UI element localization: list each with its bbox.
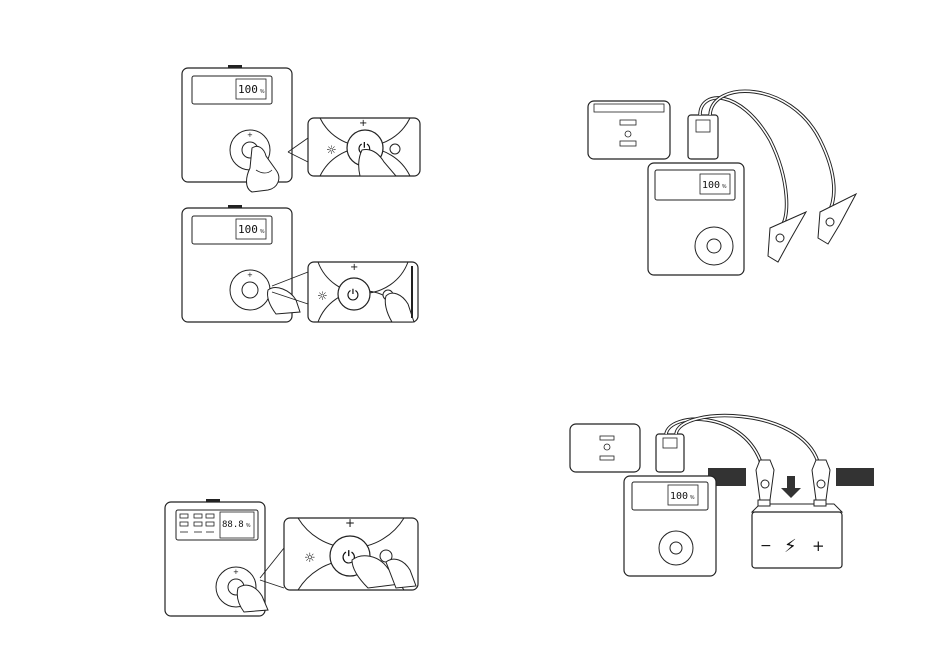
- lcd-unit: %: [722, 184, 727, 190]
- zoom-plus: +: [350, 262, 358, 273]
- battery-positive: +: [812, 537, 825, 555]
- clamp-pivot: [776, 234, 784, 242]
- figure-power-on-1: 100 % + + ⏻ ☼: [182, 65, 420, 192]
- device-top-port: [228, 65, 242, 68]
- zoom-plus: +: [345, 516, 355, 530]
- device-top-port: [228, 205, 242, 208]
- clamp-box-label: [696, 120, 710, 132]
- lcd-value: 100: [670, 491, 688, 502]
- lcd-unit: %: [246, 523, 251, 529]
- device-top-port: [206, 499, 220, 502]
- power-button: [670, 542, 682, 554]
- cable-black: [676, 416, 820, 478]
- clamp-pivot: [826, 218, 834, 226]
- case-slot: [600, 436, 614, 440]
- figure-full-display: 88.8 % + + ⏻ ☼: [165, 499, 418, 616]
- case-slot: [600, 456, 614, 460]
- figure-battery-connect: − ⚡ + 100 %: [570, 416, 874, 576]
- case-knob: [604, 444, 610, 450]
- zoom-side-button[interactable]: [390, 144, 400, 154]
- case-knob: [625, 131, 631, 137]
- ring-plus: +: [247, 131, 253, 139]
- lcd-unit: %: [260, 229, 265, 235]
- lcd-unit: %: [690, 495, 695, 501]
- lcd-value: 100: [238, 83, 258, 96]
- figure-power-on-2: 100 % + + ⏻ ☼: [182, 205, 418, 322]
- clamp-icon: [768, 212, 806, 262]
- power-icon: ⏻: [347, 286, 359, 304]
- battery-bolt: ⚡: [784, 536, 797, 557]
- label-bar-right: [836, 468, 874, 486]
- case-slot: [620, 141, 636, 146]
- storage-case-top: [594, 104, 664, 112]
- clamp-pivot: [761, 480, 769, 488]
- power-button[interactable]: [242, 282, 258, 298]
- ring-plus: +: [247, 271, 253, 279]
- lcd-unit: %: [260, 89, 265, 95]
- clamp-icon: [818, 194, 856, 244]
- arrow-down-icon: [781, 476, 801, 498]
- flashlight-icon: ☼: [317, 289, 328, 303]
- zoom-plus: +: [359, 118, 367, 129]
- battery-icon: [752, 500, 842, 568]
- power-button: [707, 239, 721, 253]
- figure-clamps: 100 %: [588, 91, 856, 275]
- clamp-pivot: [817, 480, 825, 488]
- battery-negative: −: [760, 538, 772, 554]
- flashlight-icon: ☼: [326, 143, 337, 157]
- flashlight-icon: ☼: [304, 551, 316, 566]
- lcd-value: 100: [238, 223, 258, 236]
- cable-black-inner: [676, 416, 820, 478]
- lcd-value: 88.8: [222, 520, 244, 530]
- case-slot: [620, 120, 636, 125]
- clamp-box-label: [663, 438, 677, 448]
- ring-plus: +: [233, 568, 239, 576]
- lcd-value: 100: [702, 180, 720, 191]
